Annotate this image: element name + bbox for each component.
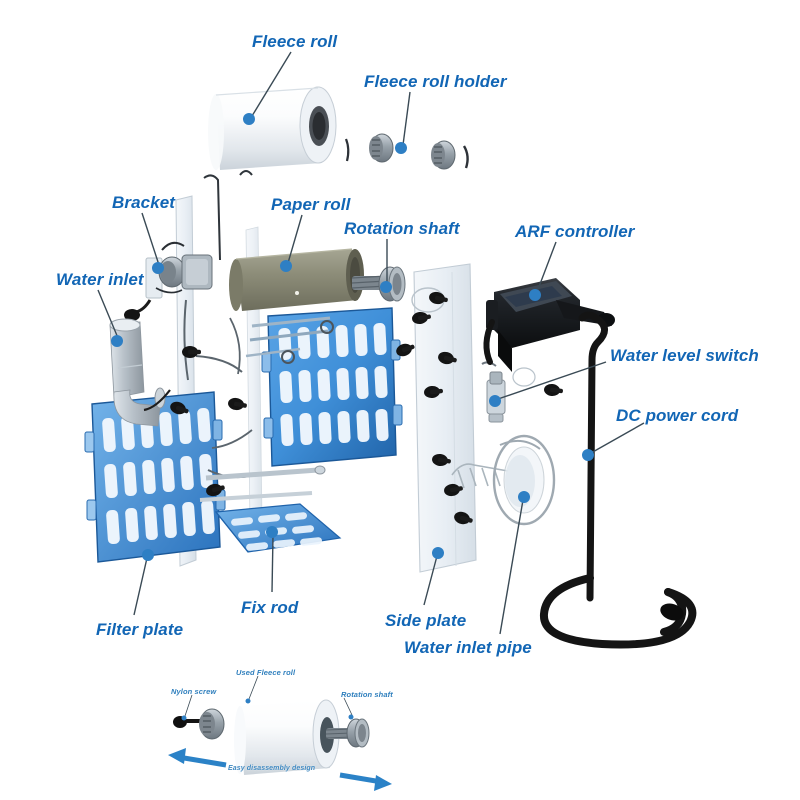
holder-cap-b bbox=[431, 140, 456, 170]
clip-bracket-small bbox=[344, 138, 350, 162]
marker-dot-filter-plate bbox=[142, 549, 154, 561]
leader-lines bbox=[97, 51, 645, 635]
label-paper-roll: Paper roll bbox=[271, 195, 351, 214]
clip-bracket-small-2 bbox=[462, 145, 469, 169]
marker-dot-water-inlet-pipe bbox=[518, 491, 530, 503]
cross-bars bbox=[199, 465, 326, 502]
marker-dot-rotation-shaft bbox=[380, 281, 392, 293]
label-bracket: Bracket bbox=[112, 193, 176, 212]
leader-line-filter-plate bbox=[133, 557, 148, 616]
leader-line-side-plate bbox=[423, 555, 438, 606]
label-arf-controller: ARF controller bbox=[515, 222, 635, 241]
marker-dot-arf-controller bbox=[529, 289, 541, 301]
fix-rod-grate[interactable] bbox=[214, 503, 342, 553]
label-fleece-roll-holder: Fleece roll holder bbox=[364, 72, 507, 91]
leader-line-fix-rod bbox=[271, 534, 274, 593]
support-rails bbox=[245, 316, 334, 364]
leader-line-dc-power-cord bbox=[590, 422, 645, 454]
label-nylon-screw: Nylon screw bbox=[171, 687, 217, 696]
leader-line-water-inlet bbox=[97, 289, 119, 339]
label-water-inlet-pipe: Water inlet pipe bbox=[404, 638, 532, 657]
leader-line-bracket bbox=[141, 212, 160, 266]
filter-plate-rear[interactable] bbox=[261, 307, 403, 467]
leader-line-nylon-screw bbox=[184, 694, 193, 717]
inset-holder-cap bbox=[199, 708, 225, 740]
inset-rotation-shaft bbox=[325, 718, 370, 748]
marker-dot-fleece-roll bbox=[243, 113, 255, 125]
marker-dot-rotation-shaft-inset bbox=[348, 714, 354, 720]
leader-line-arf-controller bbox=[536, 241, 557, 293]
label-dc-power-cord: DC power cord bbox=[616, 406, 739, 425]
label-water-level-switch: Water level switch bbox=[610, 346, 759, 365]
disassemble-right-arrow bbox=[339, 772, 392, 791]
holder-cap-a bbox=[369, 133, 394, 163]
marker-dot-nylon-screw bbox=[181, 715, 187, 721]
leader-line-water-inlet-pipe bbox=[499, 499, 524, 635]
dc-connector bbox=[660, 603, 684, 621]
marker-dot-fix-rod bbox=[266, 526, 278, 538]
dc-power-cord-coil bbox=[483, 311, 697, 649]
leader-line-fleece-roll-holder bbox=[402, 91, 411, 146]
leader-line-fleece-roll bbox=[251, 51, 292, 117]
water-inlet-pipe-ring bbox=[492, 434, 556, 526]
label-used-fleece-roll: Used Fleece roll bbox=[236, 668, 296, 677]
marker-dot-paper-roll bbox=[280, 260, 292, 272]
leader-line-used-fleece-roll bbox=[248, 675, 259, 700]
leader-line-water-level-switch bbox=[497, 361, 607, 400]
marker-dot-bracket bbox=[152, 262, 164, 274]
marker-dot-side-plate bbox=[432, 547, 444, 559]
nylon-screw-part bbox=[173, 716, 203, 728]
inset-caption: Easy disassembly design bbox=[228, 765, 316, 772]
arf-controller-box[interactable] bbox=[486, 278, 615, 372]
inset-assembly bbox=[168, 699, 392, 791]
label-filter-plate: Filter plate bbox=[96, 620, 184, 639]
marker-dot-water-level-switch bbox=[489, 395, 501, 407]
inset-leader-lines bbox=[181, 675, 354, 721]
label-rotation-shaft-inset: Rotation shaft bbox=[341, 690, 393, 699]
label-rotation-shaft: Rotation shaft bbox=[344, 219, 460, 238]
bracket-assembly bbox=[124, 241, 213, 321]
water-inlet-elbow bbox=[109, 318, 166, 427]
water-level-switch-body[interactable] bbox=[481, 361, 536, 423]
used-fleece-roll-cylinder bbox=[234, 699, 340, 775]
side-plate-panel[interactable] bbox=[394, 263, 564, 573]
marker-dot-water-inlet bbox=[111, 335, 123, 347]
label-fix-rod: Fix rod bbox=[241, 598, 299, 617]
marker-dot-dc-power-cord bbox=[582, 449, 594, 461]
disassemble-left-arrow bbox=[168, 748, 227, 768]
paper-roll-cylinder bbox=[229, 248, 364, 311]
filter-plate-front[interactable] bbox=[84, 391, 226, 563]
label-fleece-roll: Fleece roll bbox=[252, 32, 338, 51]
label-water-inlet: Water inlet bbox=[56, 270, 144, 289]
fleece-roll-cylinder bbox=[208, 86, 337, 170]
marker-dot-used-fleece-roll bbox=[245, 698, 251, 704]
leader-line-paper-roll bbox=[287, 214, 303, 264]
marker-dot-fleece-roll-holder bbox=[395, 142, 407, 154]
label-side-plate: Side plate bbox=[385, 611, 467, 630]
leader-line-rotation-shaft-inset bbox=[343, 697, 353, 716]
